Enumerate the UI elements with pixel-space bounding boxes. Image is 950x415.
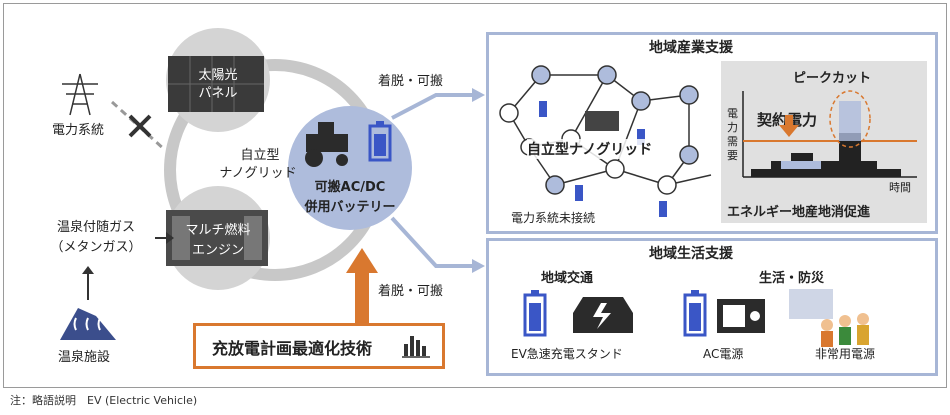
engine-label-1: マルチ燃料 <box>185 223 251 238</box>
hot-spring-icon <box>60 308 116 340</box>
tower-icon <box>62 73 98 116</box>
xlabel: 時間 <box>889 181 911 194</box>
ylabel-2: 力 <box>727 121 738 134</box>
ev-station-label: EV急速充電スタンド <box>511 347 623 361</box>
self-supporting-2: ナノグリッド <box>219 166 297 181</box>
solar-panel-icon <box>168 56 264 112</box>
bottom-arrow <box>390 216 474 268</box>
demand-graph <box>742 90 917 178</box>
battery-label-2: 併用バッテリー <box>304 200 396 215</box>
power-grid-label: 電力系統 <box>52 123 105 138</box>
bar-chart-icon <box>402 336 430 358</box>
up-arrow-head <box>346 248 378 273</box>
life-title: 地域生活支援 <box>649 246 733 262</box>
engine-icon <box>166 210 268 266</box>
industry-panel: 地域産業支援 自立型ナノグリッド 電力系統未接続 ピークカット 契約電力 電 力 <box>486 32 938 234</box>
ylabel-3: 需 <box>727 135 738 148</box>
industry-title: 地域産業支援 <box>649 40 733 56</box>
top-arrow <box>391 93 474 120</box>
traffic-label: 地域交通 <box>541 271 594 286</box>
solar-label-2: パネル <box>198 86 238 101</box>
figure-frame <box>3 3 947 388</box>
local-energy-caption: エネルギー地産地消促進 <box>727 205 871 220</box>
footnote: 注：略語説明 EV (Electric Vehicle) <box>10 394 198 407</box>
life-icons <box>523 289 869 347</box>
unconnected-label: 電力系統未接続 <box>511 211 596 225</box>
solar-label-1: 太陽光 <box>198 68 238 83</box>
emergency-power-label: 非常用電源 <box>815 347 876 361</box>
peak-cut-label: ピークカット <box>793 71 872 86</box>
center-battery-icon <box>368 121 392 162</box>
gas-label-1: 温泉付随ガス <box>56 220 135 235</box>
solar-mini-icon <box>585 111 619 131</box>
engine-label-2: エンジン <box>191 243 244 258</box>
nanogrid-label: 自立型ナノグリッド <box>527 139 653 159</box>
peak-cut-chart: ピークカット 契約電力 電 力 需 要 時間 エネルギー地産地消促進 <box>721 61 927 223</box>
optimization-tech-box: 充放電計画最適化技術 <box>193 323 445 369</box>
battery-label-1: 可搬AC/DC <box>314 180 386 195</box>
detach-label-top: 着脱・可搬 <box>378 74 444 89</box>
life-disaster-label: 生活・防災 <box>759 271 825 286</box>
ac-power-label: AC電源 <box>703 347 744 361</box>
ylabel-4: 要 <box>727 149 738 162</box>
x-mark <box>128 114 152 138</box>
gas-label-2: （メタンガス） <box>50 240 142 255</box>
detach-label-bottom: 着脱・可搬 <box>378 284 444 299</box>
ylabel-1: 電 <box>727 107 738 120</box>
tech-label: 充放電計画最適化技術 <box>212 339 373 358</box>
hot-spring-label: 温泉施設 <box>58 350 111 365</box>
tractor-icon <box>305 122 348 167</box>
up-arrow-shaft <box>355 272 369 324</box>
life-panel: 地域生活支援 地域交通 生活・防災 EV急速充電スタンド AC電源 非常用電源 <box>486 238 938 376</box>
self-supporting-1: 自立型 <box>240 148 280 163</box>
nanogrid-network <box>499 65 712 217</box>
